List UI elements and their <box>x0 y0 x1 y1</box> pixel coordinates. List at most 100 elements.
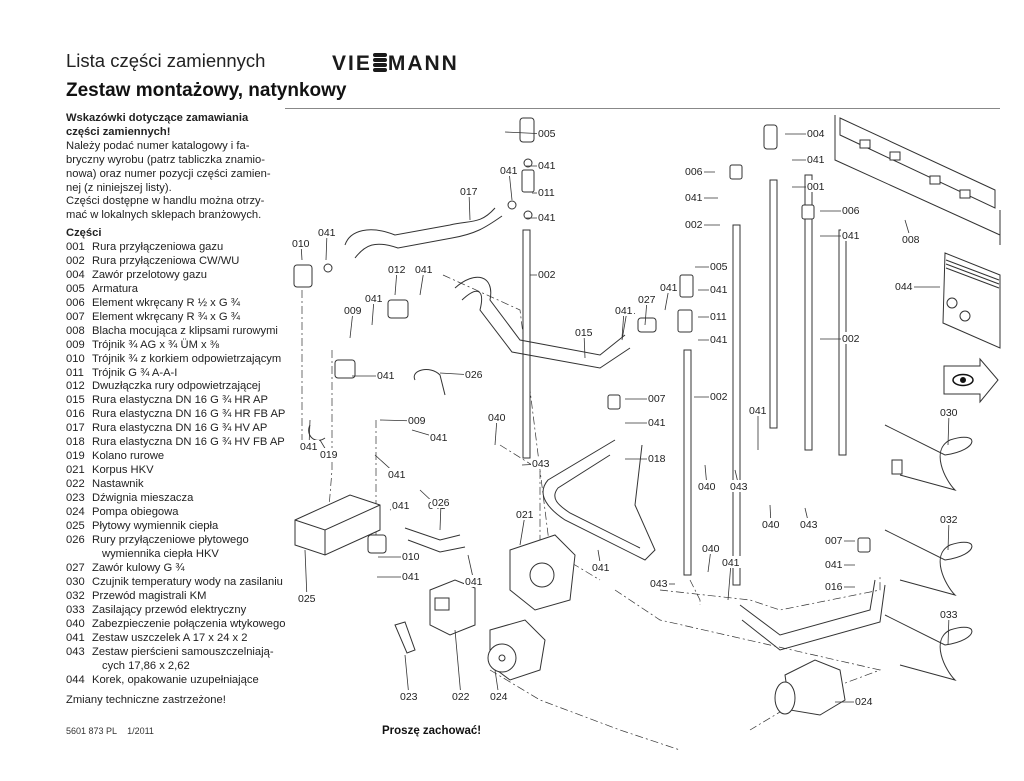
part-description: Nastawnik <box>92 478 144 491</box>
callout-041: 041 <box>388 469 406 481</box>
part-number: 025 <box>66 520 85 533</box>
notes-line: mać w lokalnych sklepach branżowych. <box>66 209 262 222</box>
part-number: 019 <box>66 450 85 463</box>
flexible-hoses <box>308 207 886 651</box>
callout-041: 041 <box>592 562 610 574</box>
part-description: Korpus HKV <box>92 464 154 477</box>
part-description-continued: wymiennika ciepła HKV <box>102 547 219 560</box>
part-number: 041 <box>66 631 85 644</box>
callout-label-bg <box>431 496 451 508</box>
part-row-009: 009 Trójnik ¾ AG x ¾ ÜM x ⅜ <box>66 339 291 353</box>
part-description: Zawór kulowy G ¾ <box>92 561 185 574</box>
callout-041: 041 <box>749 405 767 417</box>
callout-label-bg <box>537 159 557 171</box>
part-number: 016 <box>66 408 85 421</box>
callout-label-bg <box>401 550 421 562</box>
logo-s-mark-icon <box>372 52 387 74</box>
callout-009: 009 <box>408 415 426 427</box>
callout-040: 040 <box>762 519 780 531</box>
part-description: Trójnik ¾ AG x ¾ ÜM x ⅜ <box>92 338 220 351</box>
callout-label-bg <box>464 575 484 587</box>
part-description: Przewód magistrali KM <box>92 589 207 602</box>
callout-041: 041 <box>500 165 518 177</box>
callout-label-bg <box>376 369 396 381</box>
callout-label-bg <box>343 304 363 316</box>
callout-041: 041 <box>722 557 740 569</box>
callout-label-bg <box>761 518 781 530</box>
document-number: 5601 873 PL 1/2011 <box>66 726 154 736</box>
callout-label-bg <box>464 368 484 380</box>
notes-line: Części dostępne w handlu można otrzy- <box>66 195 265 208</box>
header-divider <box>285 108 1000 109</box>
document-subtitle: Zestaw montażowy, natynkowy <box>66 80 347 101</box>
part-row-019: 019 Kolano rurowe <box>66 450 291 464</box>
callout-label-bg <box>939 513 959 525</box>
part-description: Trójnik ¾ z korkiem odpowietrzającym <box>92 352 282 365</box>
callout-label-bg <box>721 556 741 568</box>
callout-041: 041 <box>402 571 420 583</box>
mounting-bracket-008 <box>834 115 1001 245</box>
callout-label-bg <box>799 518 819 530</box>
notes-line: nej (z niniejszej listy). <box>66 181 172 194</box>
part-description: Element wkręcany R ¾ x G ¾ <box>92 310 240 323</box>
fittings <box>293 117 871 554</box>
doc-date: 1/2011 <box>127 726 154 736</box>
callout-label-bg <box>297 592 317 604</box>
part-description: Kolano rurowe <box>92 450 165 463</box>
callout-leader-line <box>304 549 308 600</box>
callout-007: 007 <box>825 535 843 547</box>
callout-041: 041 <box>825 559 843 571</box>
part-description: Rura elastyczna DN 16 G ¾ HV FB AP <box>92 436 285 449</box>
part-description: Czujnik temperatury wody na zasilaniu <box>92 575 283 588</box>
callout-label-bg <box>806 153 826 165</box>
part-number: 021 <box>66 464 85 477</box>
part-description: Zestaw uszczelek A 17 x 24 x 2 <box>92 631 248 644</box>
callout-010: 010 <box>402 551 420 563</box>
callout-label-bg <box>414 263 434 275</box>
callout-label-bg <box>709 260 729 272</box>
callout-004: 004 <box>807 128 825 140</box>
callout-label-bg <box>709 333 729 345</box>
callout-label-bg <box>697 480 717 492</box>
callout-label-bg <box>591 561 611 573</box>
part-number: 009 <box>66 338 85 351</box>
mixing-valve-body-021 <box>509 534 576 611</box>
callout-label-bg <box>939 406 959 418</box>
callout-041: 041 <box>615 305 633 317</box>
callout-026: 026 <box>432 497 450 509</box>
part-description: Rura elastyczna DN 16 G ¾ HR FB AP <box>92 408 286 421</box>
callout-041: 041 <box>710 284 728 296</box>
callout-017: 017 <box>460 186 478 198</box>
callout-041: 041 <box>807 154 825 166</box>
notes-line: bryczny wyrobu (patrz tabliczka znamio- <box>66 153 265 166</box>
callout-002: 002 <box>538 269 556 281</box>
part-row-016: 016 Rura elastyczna DN 16 G ¾ HR FB AP <box>66 408 291 422</box>
part-number: 002 <box>66 254 85 267</box>
callout-023: 023 <box>400 691 418 703</box>
callout-label-bg <box>806 180 826 192</box>
logo-text-right: MANN <box>387 52 459 75</box>
callout-041: 041 <box>300 441 318 453</box>
callout-label-bg <box>841 204 861 216</box>
callout-label-bg <box>647 416 667 428</box>
part-description: Rury przyłączeniowe płytowego <box>92 533 249 546</box>
callout-label-bg <box>684 191 704 203</box>
callout-041: 041 <box>842 230 860 242</box>
part-description: Rura elastyczna DN 16 G ¾ HV AP <box>92 422 268 435</box>
part-row-041: 041 Zestaw uszczelek A 17 x 24 x 2 <box>66 632 291 646</box>
callout-041: 041 <box>710 334 728 346</box>
callout-label-bg <box>701 542 721 554</box>
callout-label-bg <box>647 452 667 464</box>
callout-032: 032 <box>940 514 958 526</box>
technical-changes-note: Zmiany techniczne zastrzeżone! <box>66 694 226 706</box>
callout-001: 001 <box>807 181 825 193</box>
part-description: Dwuzłączka rury odpowietrzającej <box>92 380 261 393</box>
